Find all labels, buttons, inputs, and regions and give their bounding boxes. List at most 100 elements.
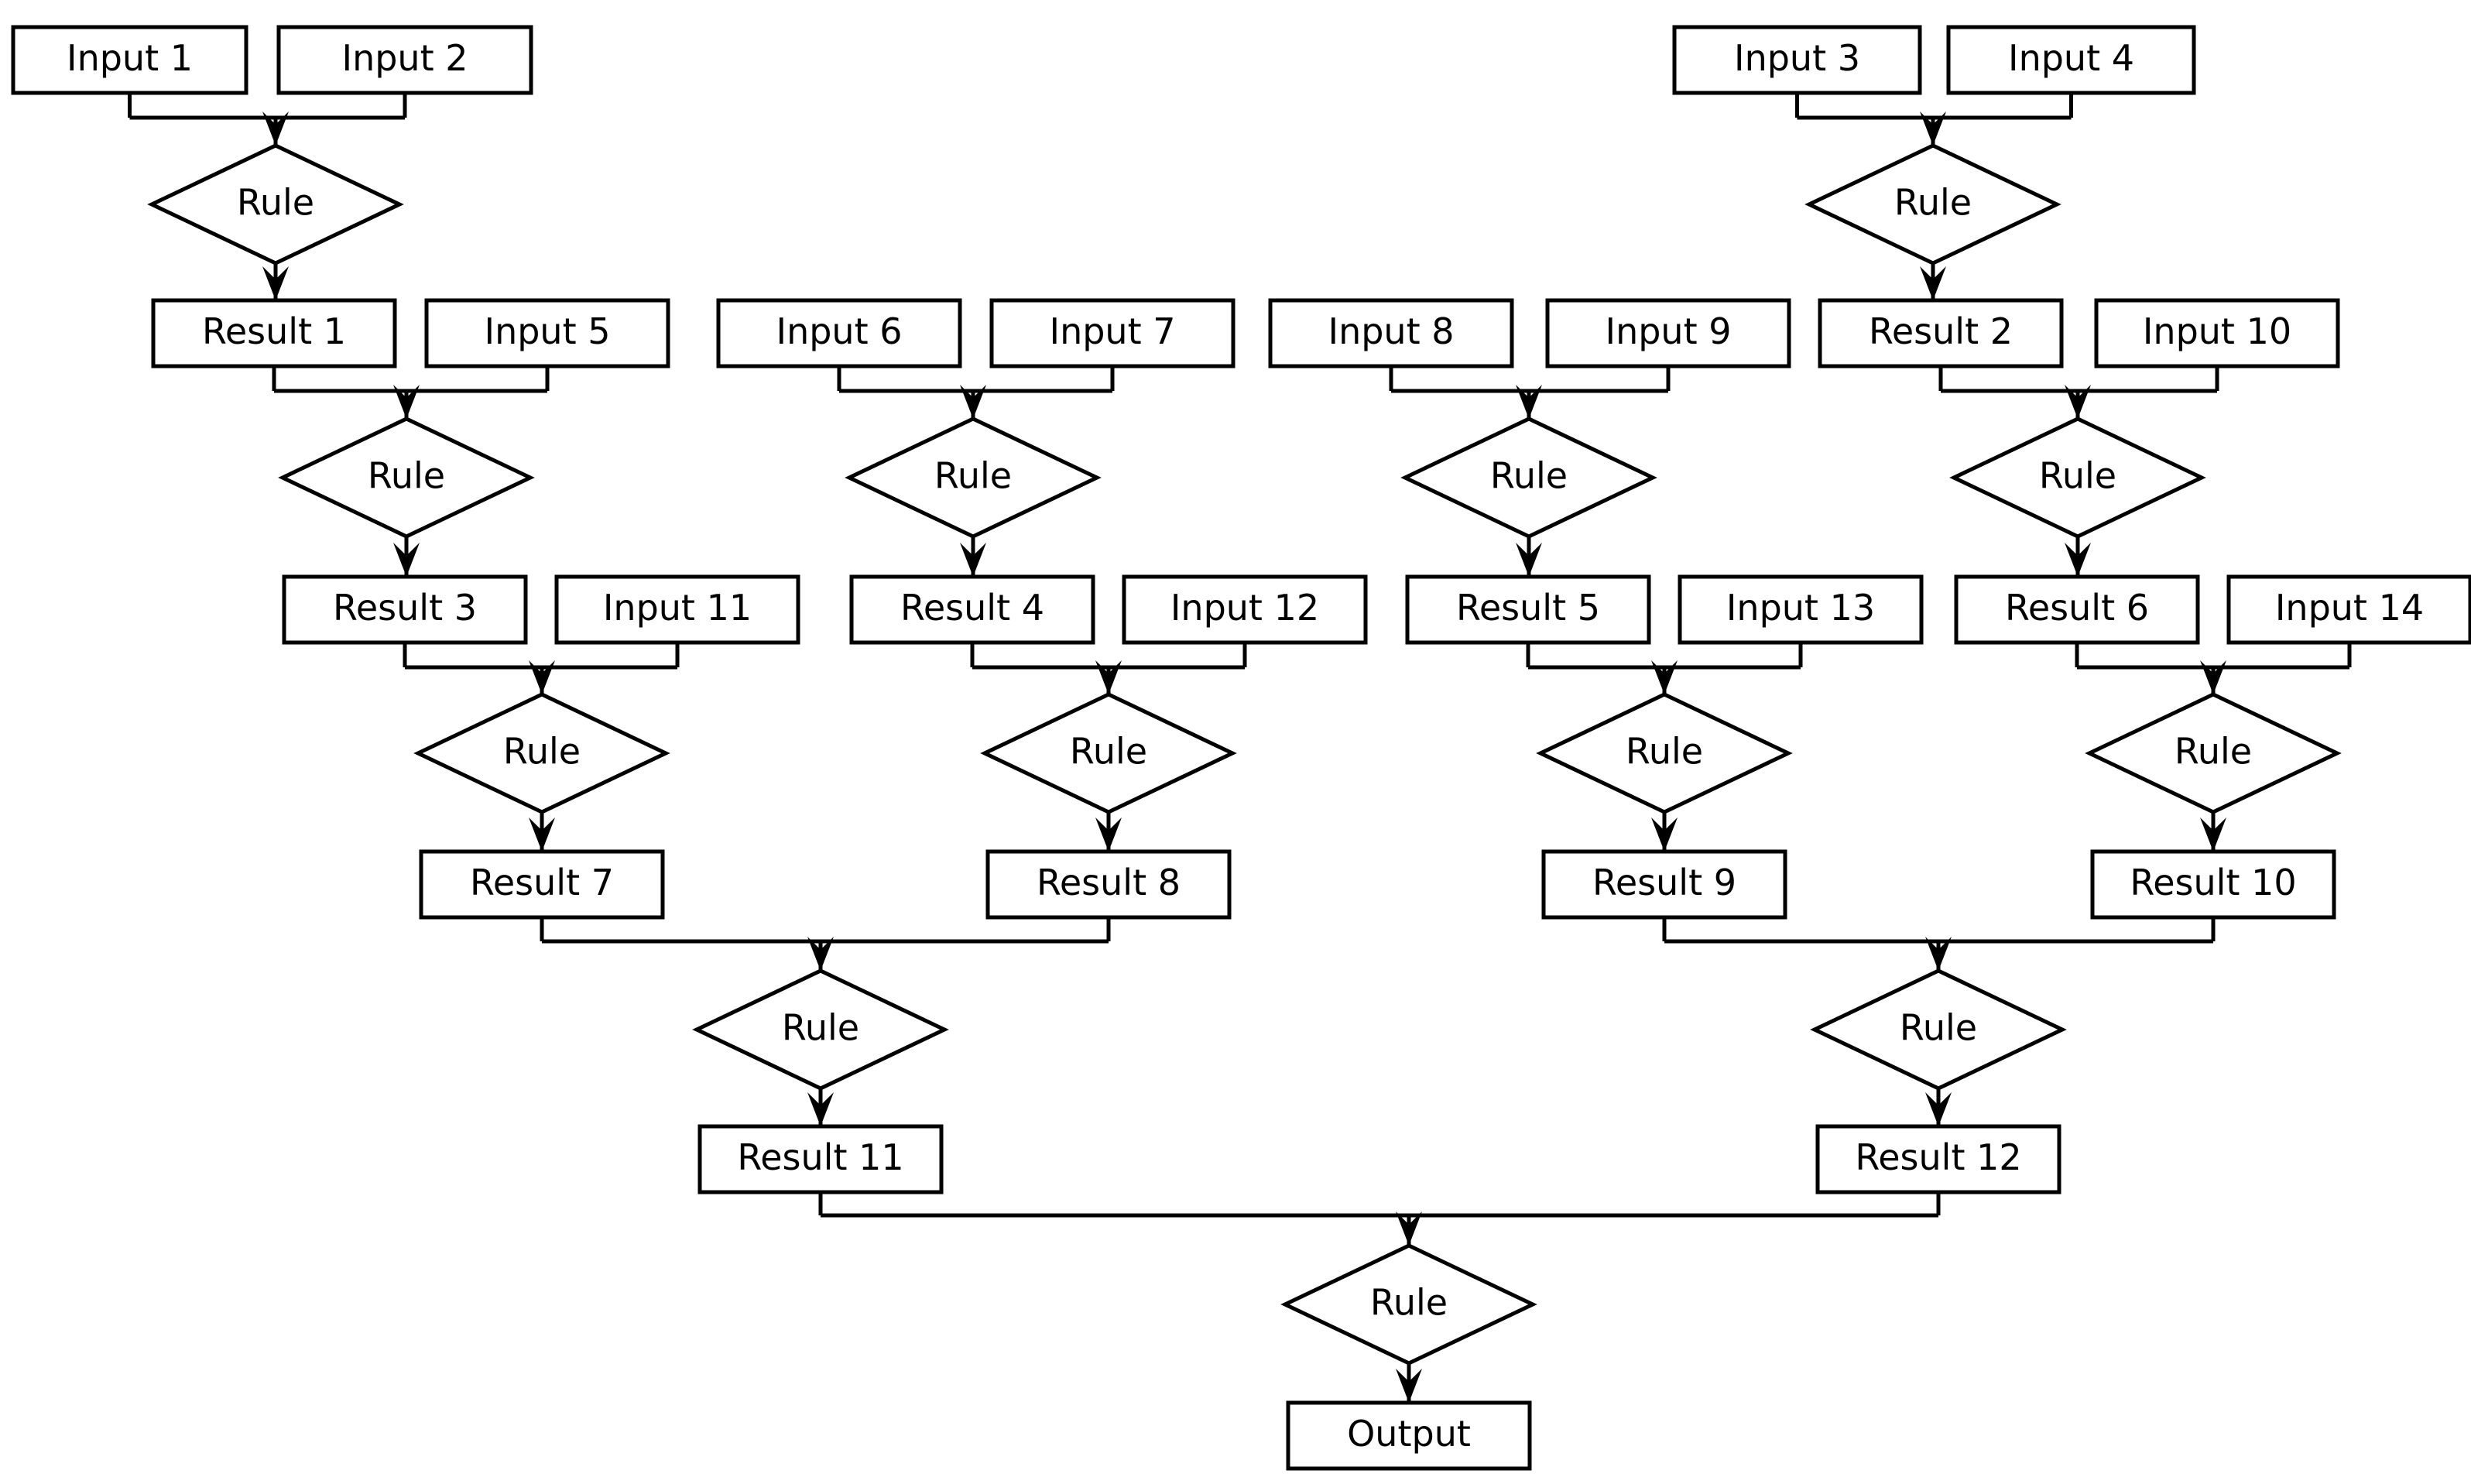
direct-connector (1516, 536, 1542, 577)
arrow-head-icon (2065, 543, 2091, 577)
direct-connector (2200, 812, 2226, 852)
input-node[interactable]: Input 5 (424, 298, 670, 368)
node-label: Input 5 (485, 310, 611, 352)
arrow-head-icon (1920, 111, 1946, 146)
result-node[interactable]: Result 1 (151, 298, 397, 368)
node-label: Input 4 (2008, 37, 2134, 79)
input-node[interactable]: Input 1 (11, 25, 248, 95)
result-node[interactable]: Result 2 (1818, 298, 2064, 368)
diamond-shape (278, 416, 535, 539)
arrow-head-icon (1651, 817, 1678, 852)
result-node[interactable]: Result 9 (1541, 849, 1787, 920)
input-node[interactable]: Input 7 (989, 298, 1236, 368)
result-node[interactable]: Result 10 (2090, 849, 2336, 920)
result-node[interactable]: Result 12 (1815, 1124, 2061, 1194)
diamond-shape (1810, 968, 2067, 1091)
input-node[interactable]: Input 14 (2226, 574, 2471, 645)
result-node[interactable]: Result 5 (1405, 574, 1651, 645)
node-label: Output (1347, 1413, 1471, 1455)
direct-connector (1396, 1363, 1422, 1403)
rule-node[interactable]: Rule (1280, 1243, 1537, 1366)
arrow-head-icon (1920, 266, 1946, 300)
node-label: Rule (368, 455, 445, 497)
rule-node[interactable]: Rule (1804, 143, 2061, 266)
rule-node[interactable]: Rule (692, 968, 949, 1091)
result-node[interactable]: Result 8 (985, 849, 1232, 920)
node-label: Rule (1370, 1282, 1448, 1324)
box-shape (1268, 298, 1514, 368)
direct-connector (393, 536, 420, 577)
node-label: Input 11 (603, 587, 752, 629)
merge-connector (1938, 366, 2219, 419)
input-node[interactable]: Input 11 (554, 574, 800, 645)
rule-node[interactable]: Rule (1949, 416, 2206, 539)
direct-connector (1925, 1088, 1952, 1126)
arrow-head-icon (529, 817, 555, 852)
input-node[interactable]: Input 13 (1678, 574, 1924, 645)
rule-node[interactable]: Rule (413, 692, 670, 814)
input-node[interactable]: Input 4 (1946, 25, 2196, 95)
rule-node[interactable]: Rule (147, 143, 404, 266)
input-node[interactable]: Input 6 (716, 298, 962, 368)
result-node[interactable]: Result 6 (1954, 574, 2200, 645)
result-node[interactable]: Result 4 (849, 574, 1095, 645)
rule-node[interactable]: Rule (845, 416, 1102, 539)
box-shape (989, 298, 1236, 368)
arrow-head-icon (1095, 817, 1122, 852)
box-shape (276, 25, 533, 95)
arrow-head-icon (262, 111, 289, 146)
node-label: Rule (1900, 1007, 1977, 1049)
box-shape (1672, 25, 1922, 95)
output-node[interactable]: Output (1286, 1400, 1532, 1471)
box-shape (1946, 25, 2196, 95)
node-label: Input 9 (1606, 310, 1732, 352)
input-node[interactable]: Input 3 (1672, 25, 1922, 95)
node-label: Rule (1070, 731, 1147, 773)
node-label: Input 13 (1726, 587, 1875, 629)
rule-node[interactable]: Rule (2085, 692, 2342, 814)
rule-node[interactable]: Rule (1536, 692, 1793, 814)
rule-node[interactable]: Rule (980, 692, 1237, 814)
box-shape (1815, 1124, 2061, 1194)
node-label: Input 10 (2143, 310, 2291, 352)
node-label: Input 6 (776, 310, 903, 352)
node-label: Rule (1490, 455, 1568, 497)
merge-connector (1526, 643, 1803, 694)
rule-node[interactable]: Rule (1400, 416, 1657, 539)
box-shape (1286, 1400, 1532, 1471)
direct-connector (807, 1088, 834, 1126)
result-node[interactable]: Result 3 (282, 574, 528, 645)
box-shape (424, 298, 670, 368)
node-label: Result 3 (333, 587, 477, 629)
rule-node[interactable]: Rule (1810, 968, 2067, 1091)
diamond-shape (1280, 1243, 1537, 1366)
node-label: Input 14 (2275, 587, 2424, 629)
result-node[interactable]: Result 7 (419, 849, 665, 920)
node-label: Input 12 (1170, 587, 1319, 629)
node-label: Result 5 (1456, 587, 1600, 629)
node-label: Rule (2039, 455, 2116, 497)
direct-connector (960, 536, 986, 577)
input-node[interactable]: Input 10 (2094, 298, 2340, 368)
box-shape (1818, 298, 2064, 368)
arrow-head-icon (1925, 1092, 1952, 1126)
result-node[interactable]: Result 11 (697, 1124, 944, 1194)
node-label: Rule (1894, 182, 1972, 224)
input-node[interactable]: Input 8 (1268, 298, 1514, 368)
box-shape (2090, 849, 2336, 920)
input-node[interactable]: Input 2 (276, 25, 533, 95)
diamond-shape (1536, 692, 1793, 814)
node-label: Rule (1626, 731, 1703, 773)
input-node[interactable]: Input 9 (1545, 298, 1791, 368)
merge-connector (403, 643, 680, 694)
arrow-head-icon (529, 660, 555, 694)
rule-node[interactable]: Rule (278, 416, 535, 539)
diamond-shape (845, 416, 1102, 539)
arrow-head-icon (807, 1092, 834, 1126)
node-label: Result 6 (2005, 587, 2149, 629)
box-shape (697, 1124, 944, 1194)
diamond-shape (2085, 692, 2342, 814)
input-node[interactable]: Input 12 (1122, 574, 1368, 645)
node-label: Result 12 (1855, 1136, 2021, 1178)
